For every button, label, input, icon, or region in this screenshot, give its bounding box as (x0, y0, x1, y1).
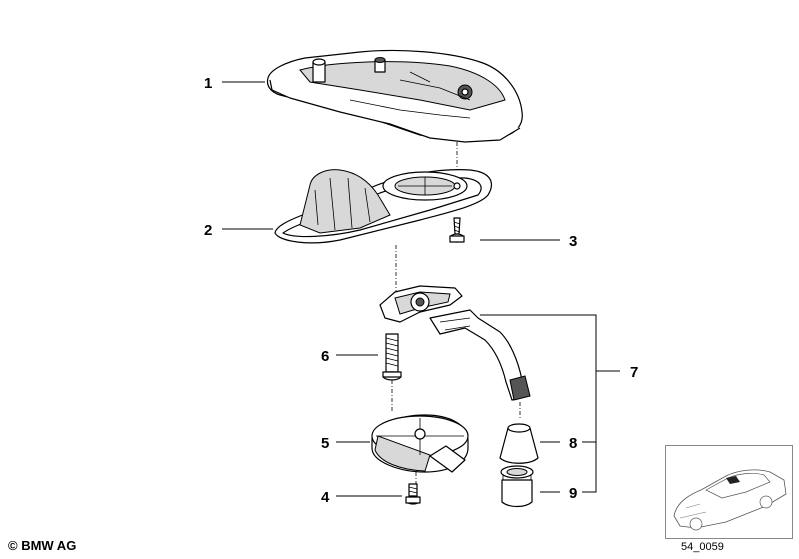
part-3-screw[interactable] (449, 217, 465, 243)
callout-7[interactable]: 7 (630, 364, 638, 381)
part-9-cap[interactable] (500, 465, 534, 508)
part-6-bolt[interactable] (382, 333, 402, 412)
diagram-code: 54_0059 (681, 541, 724, 553)
car-thumbnail (665, 445, 793, 539)
callout-1[interactable]: 1 (204, 75, 212, 92)
part-4-screw[interactable] (405, 483, 421, 505)
car-thumbnail-icon (673, 469, 787, 531)
leader-lines (222, 81, 620, 497)
callout-6[interactable]: 6 (321, 348, 329, 365)
part-5-cover-cap[interactable] (371, 414, 469, 485)
part-2-seal[interactable] (274, 169, 492, 305)
callout-8[interactable]: 8 (569, 435, 577, 452)
part-1-housing[interactable] (266, 49, 523, 185)
callout-5[interactable]: 5 (321, 435, 329, 452)
callout-4[interactable]: 4 (321, 489, 330, 506)
callout-2[interactable]: 2 (204, 222, 212, 239)
callout-3[interactable]: 3 (569, 233, 577, 250)
copyright-text: © BMW AG (8, 538, 77, 553)
callout-9[interactable]: 9 (569, 485, 577, 502)
part-8-rubber-grip[interactable] (499, 423, 539, 464)
part-7-crank-handle[interactable] (379, 285, 531, 420)
